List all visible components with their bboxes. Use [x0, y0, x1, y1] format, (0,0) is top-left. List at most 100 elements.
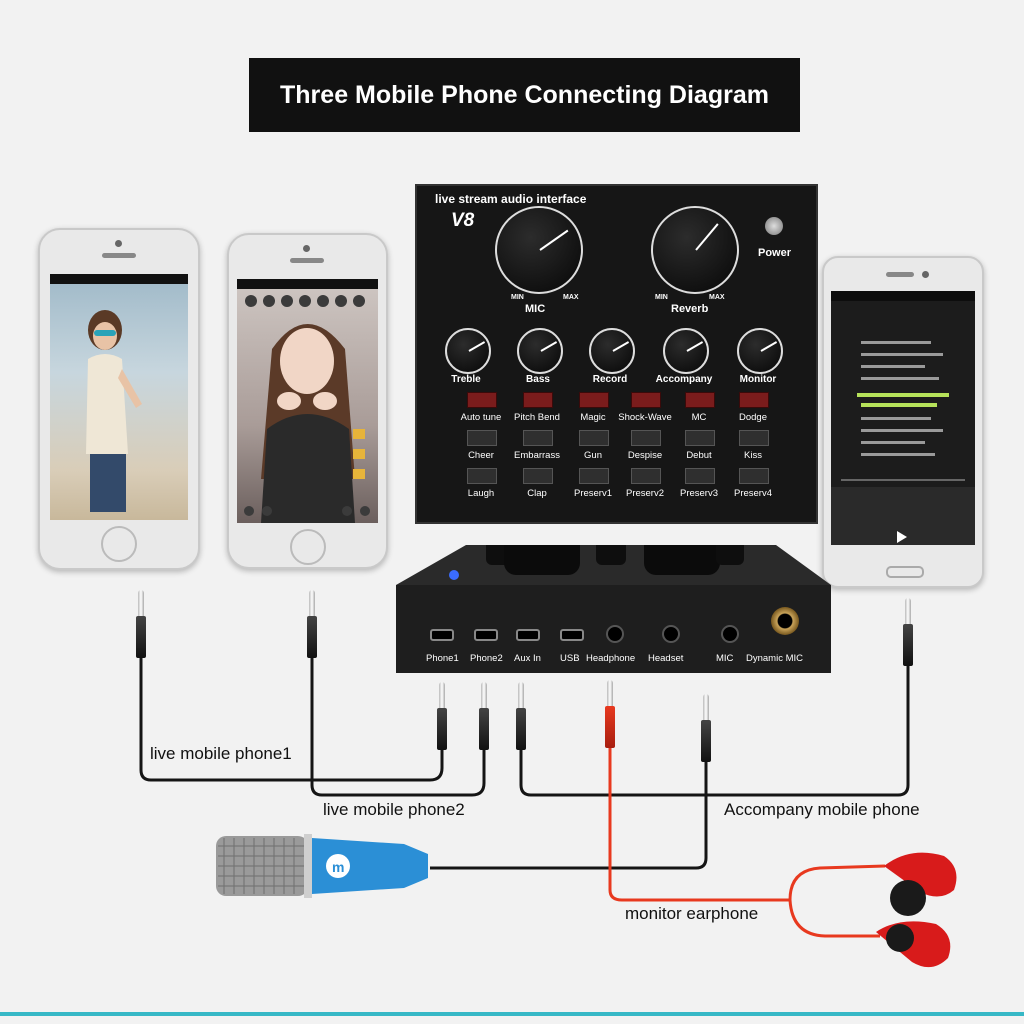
phone1-screen	[50, 274, 188, 520]
phone-camera	[922, 271, 929, 278]
effect-label-preserv4: Preserv4	[733, 488, 772, 499]
cable-mic	[430, 757, 708, 870]
knob-treble[interactable]	[445, 328, 491, 374]
mic-knob-max: MAX	[563, 294, 579, 301]
effect-button-mc[interactable]	[685, 392, 715, 408]
effect-button-despise[interactable]	[631, 430, 661, 446]
port-usb[interactable]	[560, 629, 584, 641]
port-headset[interactable]	[662, 625, 680, 643]
effect-button-preserv4[interactable]	[739, 468, 769, 484]
jack-accompany-plug	[903, 598, 913, 666]
effect-label-mc: MC	[691, 412, 707, 423]
cable-earphone-right	[788, 899, 880, 938]
jack-phone1-input	[437, 682, 447, 750]
power-icon[interactable]	[765, 217, 783, 235]
knob-record[interactable]	[589, 328, 635, 374]
effect-button-magic[interactable]	[579, 392, 609, 408]
condenser-microphone: m	[216, 834, 428, 898]
status-bar	[831, 291, 975, 301]
effect-label-clap: Clap	[527, 488, 547, 499]
cable-earphone-left	[788, 864, 886, 901]
effect-button-preserv2[interactable]	[631, 468, 661, 484]
effect-label-dodge: Dodge	[739, 412, 767, 423]
knob-bass[interactable]	[517, 328, 563, 374]
knob-label-monitor: Monitor	[739, 374, 777, 385]
effect-button-gun[interactable]	[579, 430, 609, 446]
effect-button-shock-wave[interactable]	[631, 392, 661, 408]
port-phone1[interactable]	[430, 629, 454, 641]
effect-label-cheer: Cheer	[468, 450, 494, 461]
port-dynamic-mic[interactable]	[771, 607, 799, 635]
port-label-headphone: Headphone	[586, 653, 636, 664]
jack-phone1-plug	[136, 590, 146, 658]
accompany-mobile-phone	[822, 256, 984, 588]
effect-label-preserv2: Preserv2	[625, 488, 664, 499]
jack-mic-input	[701, 694, 711, 762]
effect-label-preserv1: Preserv1	[573, 488, 612, 499]
effect-button-cheer[interactable]	[467, 430, 497, 446]
effect-label-kiss: Kiss	[744, 450, 762, 461]
diagram-title: Three Mobile Phone Connecting Diagram	[249, 58, 800, 132]
effect-label-auto-tune: Auto tune	[460, 412, 502, 423]
effect-button-embarrass[interactable]	[523, 430, 553, 446]
knob-label-record: Record	[592, 374, 628, 385]
phone-speaker	[102, 253, 136, 258]
live-mobile-phone1	[38, 228, 200, 570]
port-label-dynamic-mic: Dynamic MIC	[746, 653, 804, 664]
effect-button-kiss[interactable]	[739, 430, 769, 446]
knob-monitor[interactable]	[737, 328, 783, 374]
mic-knob-label: MIC	[525, 303, 546, 315]
effect-label-debut: Debut	[686, 450, 712, 461]
port-label-mic: MIC	[716, 653, 734, 664]
jack-headphone-input	[605, 680, 615, 748]
reverb-knob[interactable]	[651, 206, 739, 294]
phone-camera	[115, 240, 122, 247]
port-label-usb: USB	[560, 653, 580, 664]
port-aux-in[interactable]	[516, 629, 540, 641]
effect-button-clap[interactable]	[523, 468, 553, 484]
effect-label-pitch-bend: Pitch Bend	[514, 412, 560, 423]
cable-earphone	[608, 742, 790, 902]
effect-button-pitch-bend[interactable]	[523, 392, 553, 408]
port-phone2[interactable]	[474, 629, 498, 641]
bottom-accent-stripe	[0, 1012, 1024, 1016]
cable-accompany	[519, 658, 910, 797]
effect-label-shock-wave: Shock-Wave	[618, 412, 672, 423]
interface-label: live stream audio interface	[435, 192, 587, 206]
knob-accompany[interactable]	[663, 328, 709, 374]
label-live-mobile-phone2: live mobile phone2	[323, 800, 465, 819]
effect-label-laugh: Laugh	[467, 488, 495, 499]
music-player-screen	[831, 291, 975, 545]
home-button	[101, 526, 137, 562]
effect-label-preserv3: Preserv3	[679, 488, 718, 499]
mic-knob-min: MIN	[511, 294, 524, 301]
mic-knob[interactable]	[495, 206, 583, 294]
effect-button-dodge[interactable]	[739, 392, 769, 408]
model-label: V8	[451, 210, 475, 231]
port-headphone[interactable]	[606, 625, 624, 643]
reverb-knob-min: MIN	[655, 294, 668, 301]
reverb-knob-label: Reverb	[671, 303, 709, 315]
port-mic[interactable]	[721, 625, 739, 643]
phone-camera	[303, 245, 310, 252]
lyrics-view	[831, 341, 975, 545]
effect-button-debut[interactable]	[685, 430, 715, 446]
status-bar	[50, 274, 188, 284]
effect-label-magic: Magic	[580, 412, 606, 423]
status-bar	[237, 279, 378, 289]
effect-button-auto-tune[interactable]	[467, 392, 497, 408]
knob-label-treble: Treble	[451, 374, 481, 385]
effect-label-despise: Despise	[627, 450, 663, 461]
live-stream-photo	[244, 295, 370, 523]
effect-button-preserv3[interactable]	[685, 468, 715, 484]
monitor-earphones	[876, 852, 957, 968]
effect-button-preserv1[interactable]	[579, 468, 609, 484]
knob-label-bass: Bass	[526, 374, 550, 385]
effect-button-laugh[interactable]	[467, 468, 497, 484]
jack-phone2-plug	[307, 590, 317, 658]
power-label: Power	[758, 247, 792, 259]
woman-photo	[86, 310, 142, 512]
knob-label-accompany: Accompany	[655, 374, 713, 385]
